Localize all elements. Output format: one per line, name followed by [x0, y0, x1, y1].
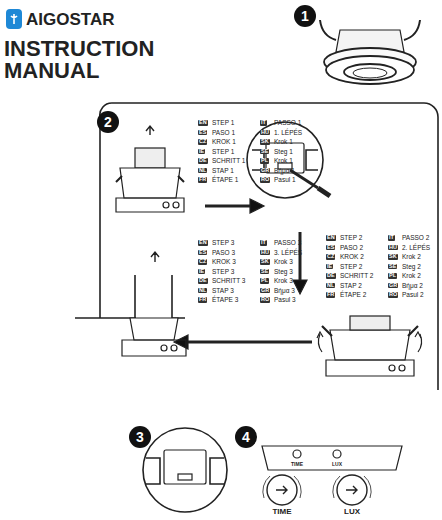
language-code: SK: [388, 254, 398, 260]
language-code: SE: [388, 264, 397, 270]
language-code: NL: [326, 283, 335, 289]
language-code: RO: [260, 297, 270, 303]
language-code: IT: [260, 240, 267, 246]
knob-label: LUX: [332, 462, 342, 467]
step-text: STEP 2: [340, 235, 362, 242]
step-text: ÉTAPE 2: [340, 292, 366, 299]
step-text: Pasul 3: [274, 297, 296, 304]
brand-logo: AIGOSTAR: [26, 11, 114, 28]
language-code: EN: [198, 120, 208, 126]
step-text: PASSO 1: [274, 120, 301, 127]
step-text: Βήμα 2: [402, 283, 423, 290]
language-code: FR: [326, 292, 335, 298]
step-text: ÉTAPE 3: [212, 297, 238, 304]
language-code: DE: [326, 273, 336, 279]
language-code: IT: [388, 235, 395, 241]
step-text: 3. LÉPÉS: [274, 250, 302, 257]
step-text: Steg 3: [274, 269, 293, 276]
language-code: PL: [260, 158, 269, 164]
knob-label: TIME: [291, 462, 303, 467]
step-text: Krok 1: [274, 158, 293, 165]
language-code: GR: [260, 168, 270, 174]
language-code: FR: [198, 177, 207, 183]
language-code: SK: [260, 139, 270, 145]
step-text: STAP 2: [340, 283, 362, 290]
knob-label: TIME: [272, 508, 291, 516]
step-text: KROK 1: [212, 139, 236, 146]
step-text: STAP 1: [212, 168, 234, 175]
step-text: PASO 2: [340, 245, 363, 252]
callout-number: 3: [136, 430, 144, 444]
language-code: PL: [388, 273, 397, 279]
language-code: ES: [326, 245, 335, 251]
step-text: Krok 3: [274, 278, 293, 285]
language-code: PL: [260, 278, 269, 284]
step-text: Pasul 2: [402, 292, 424, 299]
language-code: SK: [260, 259, 270, 265]
language-code: SE: [260, 149, 269, 155]
callout-number: 4: [242, 430, 250, 444]
language-code: DE: [198, 278, 208, 284]
step-text: KROK 3: [212, 259, 236, 266]
language-code: RO: [388, 292, 398, 298]
language-code: IT: [260, 120, 267, 126]
step-text: PASO 1: [212, 130, 235, 137]
step-text: Krok 1: [274, 139, 293, 146]
knob-label: LUX: [344, 508, 360, 516]
language-code: EN: [326, 235, 336, 241]
step-text: STAP 3: [212, 288, 234, 295]
callout-number: 2: [104, 115, 112, 129]
language-code: IE: [198, 269, 205, 275]
step-text: STEP 2: [340, 264, 362, 271]
step-text: Βήμα 3: [274, 288, 295, 295]
language-code: NL: [198, 168, 207, 174]
language-code: HU: [260, 250, 270, 256]
step-text: STEP 1: [212, 120, 234, 127]
step-text: Krok 2: [402, 273, 421, 280]
step-text: STEP 3: [212, 240, 234, 247]
language-code: EN: [198, 240, 208, 246]
step-text: 2. LÉPÉS: [402, 245, 430, 252]
step-text: Steg 2: [402, 264, 421, 271]
callout-number: 1: [301, 9, 309, 23]
step-text: 1. LÉPÉS: [274, 130, 302, 137]
step-text: ÉTAPE 1: [212, 177, 238, 184]
language-code: GR: [260, 288, 270, 294]
language-code: HU: [260, 130, 270, 136]
language-code: CZ: [326, 254, 335, 260]
language-code: DE: [198, 158, 208, 164]
step-text: PASO 3: [212, 250, 235, 257]
language-code: ES: [198, 130, 207, 136]
step-text: PASSO 3: [274, 240, 301, 247]
step-text: STEP 3: [212, 269, 234, 276]
step-text: KROK 2: [340, 254, 364, 261]
step-text: PASSO 2: [402, 235, 429, 242]
step-text: Pasul 1: [274, 177, 296, 184]
step-text: SCHRITT 3: [212, 278, 245, 285]
language-code: HU: [388, 245, 398, 251]
language-code: IE: [326, 264, 333, 270]
language-code: SE: [260, 269, 269, 275]
language-code: RO: [260, 177, 270, 183]
step-text: Krok 3: [274, 259, 293, 266]
step-text: Steg 1: [274, 149, 293, 156]
step-text: Krok 2: [402, 254, 421, 261]
language-code: ES: [198, 250, 207, 256]
step-text: Βήμα 1: [274, 168, 295, 175]
step-text: STEP 1: [212, 149, 234, 156]
language-code: IE: [198, 149, 205, 155]
step-text: SCHRITT 1: [212, 158, 245, 165]
language-code: CZ: [198, 259, 207, 265]
language-code: CZ: [198, 139, 207, 145]
manual-title: INSTRUCTION MANUAL: [4, 38, 194, 82]
language-code: NL: [198, 288, 207, 294]
language-code: GR: [388, 283, 398, 289]
step-text: SCHRITT 2: [340, 273, 373, 280]
language-code: FR: [198, 297, 207, 303]
